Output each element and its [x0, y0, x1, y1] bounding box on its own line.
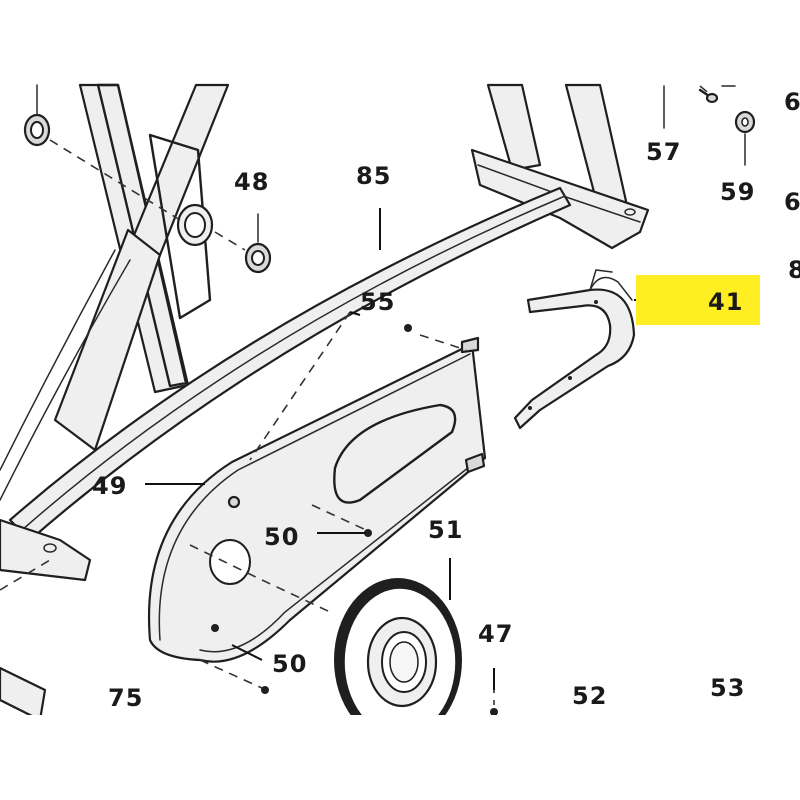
part-label-49: 49	[92, 472, 127, 500]
part-label-edge-6b: 6	[784, 188, 800, 216]
chain-guard-cover-49	[148, 336, 487, 663]
part-label-75: 75	[108, 684, 143, 712]
part-label-50-lower: 50	[272, 650, 307, 678]
part-label-59: 59	[720, 178, 755, 206]
screws	[211, 324, 498, 716]
part-label-edge-6a: 6	[784, 88, 800, 116]
chain-guard-bracket-41	[513, 269, 636, 430]
bearing-48	[176, 203, 272, 274]
part-label-53: 53	[710, 674, 745, 702]
frame-upright-left	[0, 83, 230, 501]
part-label-52: 52	[572, 682, 607, 710]
bearing-left-top	[23, 84, 51, 147]
part-label-41: 41	[708, 288, 743, 316]
part-label-57: 57	[646, 138, 681, 166]
part-label-edge-8: 8	[788, 256, 800, 284]
flywheel-51	[334, 578, 462, 742]
highlight-41	[636, 275, 760, 325]
part-label-48: 48	[234, 168, 269, 196]
part-label-51: 51	[428, 516, 463, 544]
part-label-85: 85	[356, 162, 391, 190]
part-label-47: 47	[478, 620, 513, 648]
frame-upright-right	[470, 83, 650, 250]
hardware-57-59	[663, 85, 756, 166]
part-label-50-upper: 50	[264, 523, 299, 551]
crop-white-bottom	[0, 715, 800, 800]
part-label-55: 55	[360, 288, 395, 316]
